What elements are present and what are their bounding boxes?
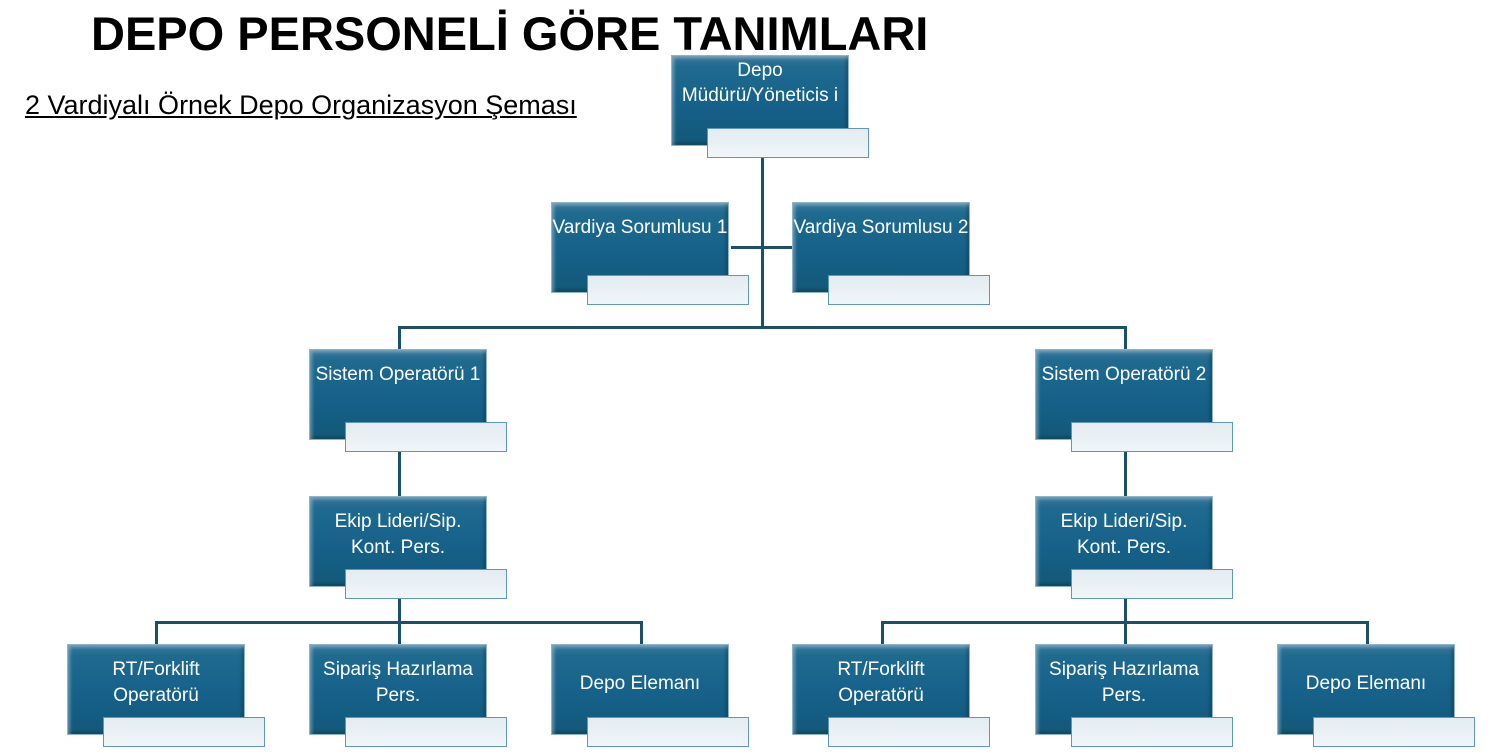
node-forklift-operator-1[interactable]: RT/Forklift Operatörü (67, 644, 265, 747)
connector (398, 450, 401, 497)
node-team-lead-1[interactable]: Ekip Lideri/Sip. Kont. Pers. (309, 496, 507, 599)
connector (398, 326, 1127, 329)
node-subbox (1071, 717, 1233, 747)
node-system-operator-2[interactable]: Sistem Operatörü 2 (1035, 349, 1233, 452)
node-subbox (1313, 717, 1475, 747)
connector (155, 621, 643, 624)
connector (1124, 450, 1127, 497)
node-shift-supervisor-1[interactable]: Vardiya Sorumlusu 1 (551, 202, 749, 305)
node-subbox (707, 128, 869, 158)
page-subtitle: 2 Vardiyalı Örnek Depo Organizasyon Şema… (25, 90, 577, 120)
connector (731, 246, 792, 249)
node-subbox (587, 275, 749, 305)
connector (640, 621, 643, 645)
node-subbox (345, 569, 507, 599)
node-shift-supervisor-2[interactable]: Vardiya Sorumlusu 2 (792, 202, 990, 305)
connector (881, 621, 884, 645)
node-warehouse-staff-2[interactable]: Depo Elemanı (1277, 644, 1475, 747)
node-warehouse-staff-1[interactable]: Depo Elemanı (551, 644, 749, 747)
node-subbox (345, 422, 507, 452)
node-order-picker-2[interactable]: Sipariş Hazırlama Pers. (1035, 644, 1233, 747)
node-subbox (828, 717, 990, 747)
connector (155, 621, 158, 645)
node-subbox (828, 275, 990, 305)
node-team-lead-2[interactable]: Ekip Lideri/Sip. Kont. Pers. (1035, 496, 1233, 599)
node-subbox (1071, 422, 1233, 452)
node-subbox (1071, 569, 1233, 599)
connector (398, 326, 401, 350)
page-title: DEPO PERSONELİ GÖRE TANIMLARI (91, 7, 929, 60)
node-forklift-operator-2[interactable]: RT/Forklift Operatörü (792, 644, 990, 747)
node-subbox (103, 717, 265, 747)
node-order-picker-1[interactable]: Sipariş Hazırlama Pers. (309, 644, 507, 747)
node-system-operator-1[interactable]: Sistem Operatörü 1 (309, 349, 507, 452)
connector (1124, 326, 1127, 350)
node-subbox (345, 717, 507, 747)
node-label: Ekip Lideri/Sip. Kont. Pers. (309, 496, 487, 587)
connector (881, 621, 1369, 624)
node-subbox (587, 717, 749, 747)
connector (761, 150, 764, 328)
connector (1366, 621, 1369, 645)
node-manager[interactable]: Depo Müdürü/Yöneticis i (671, 55, 869, 158)
